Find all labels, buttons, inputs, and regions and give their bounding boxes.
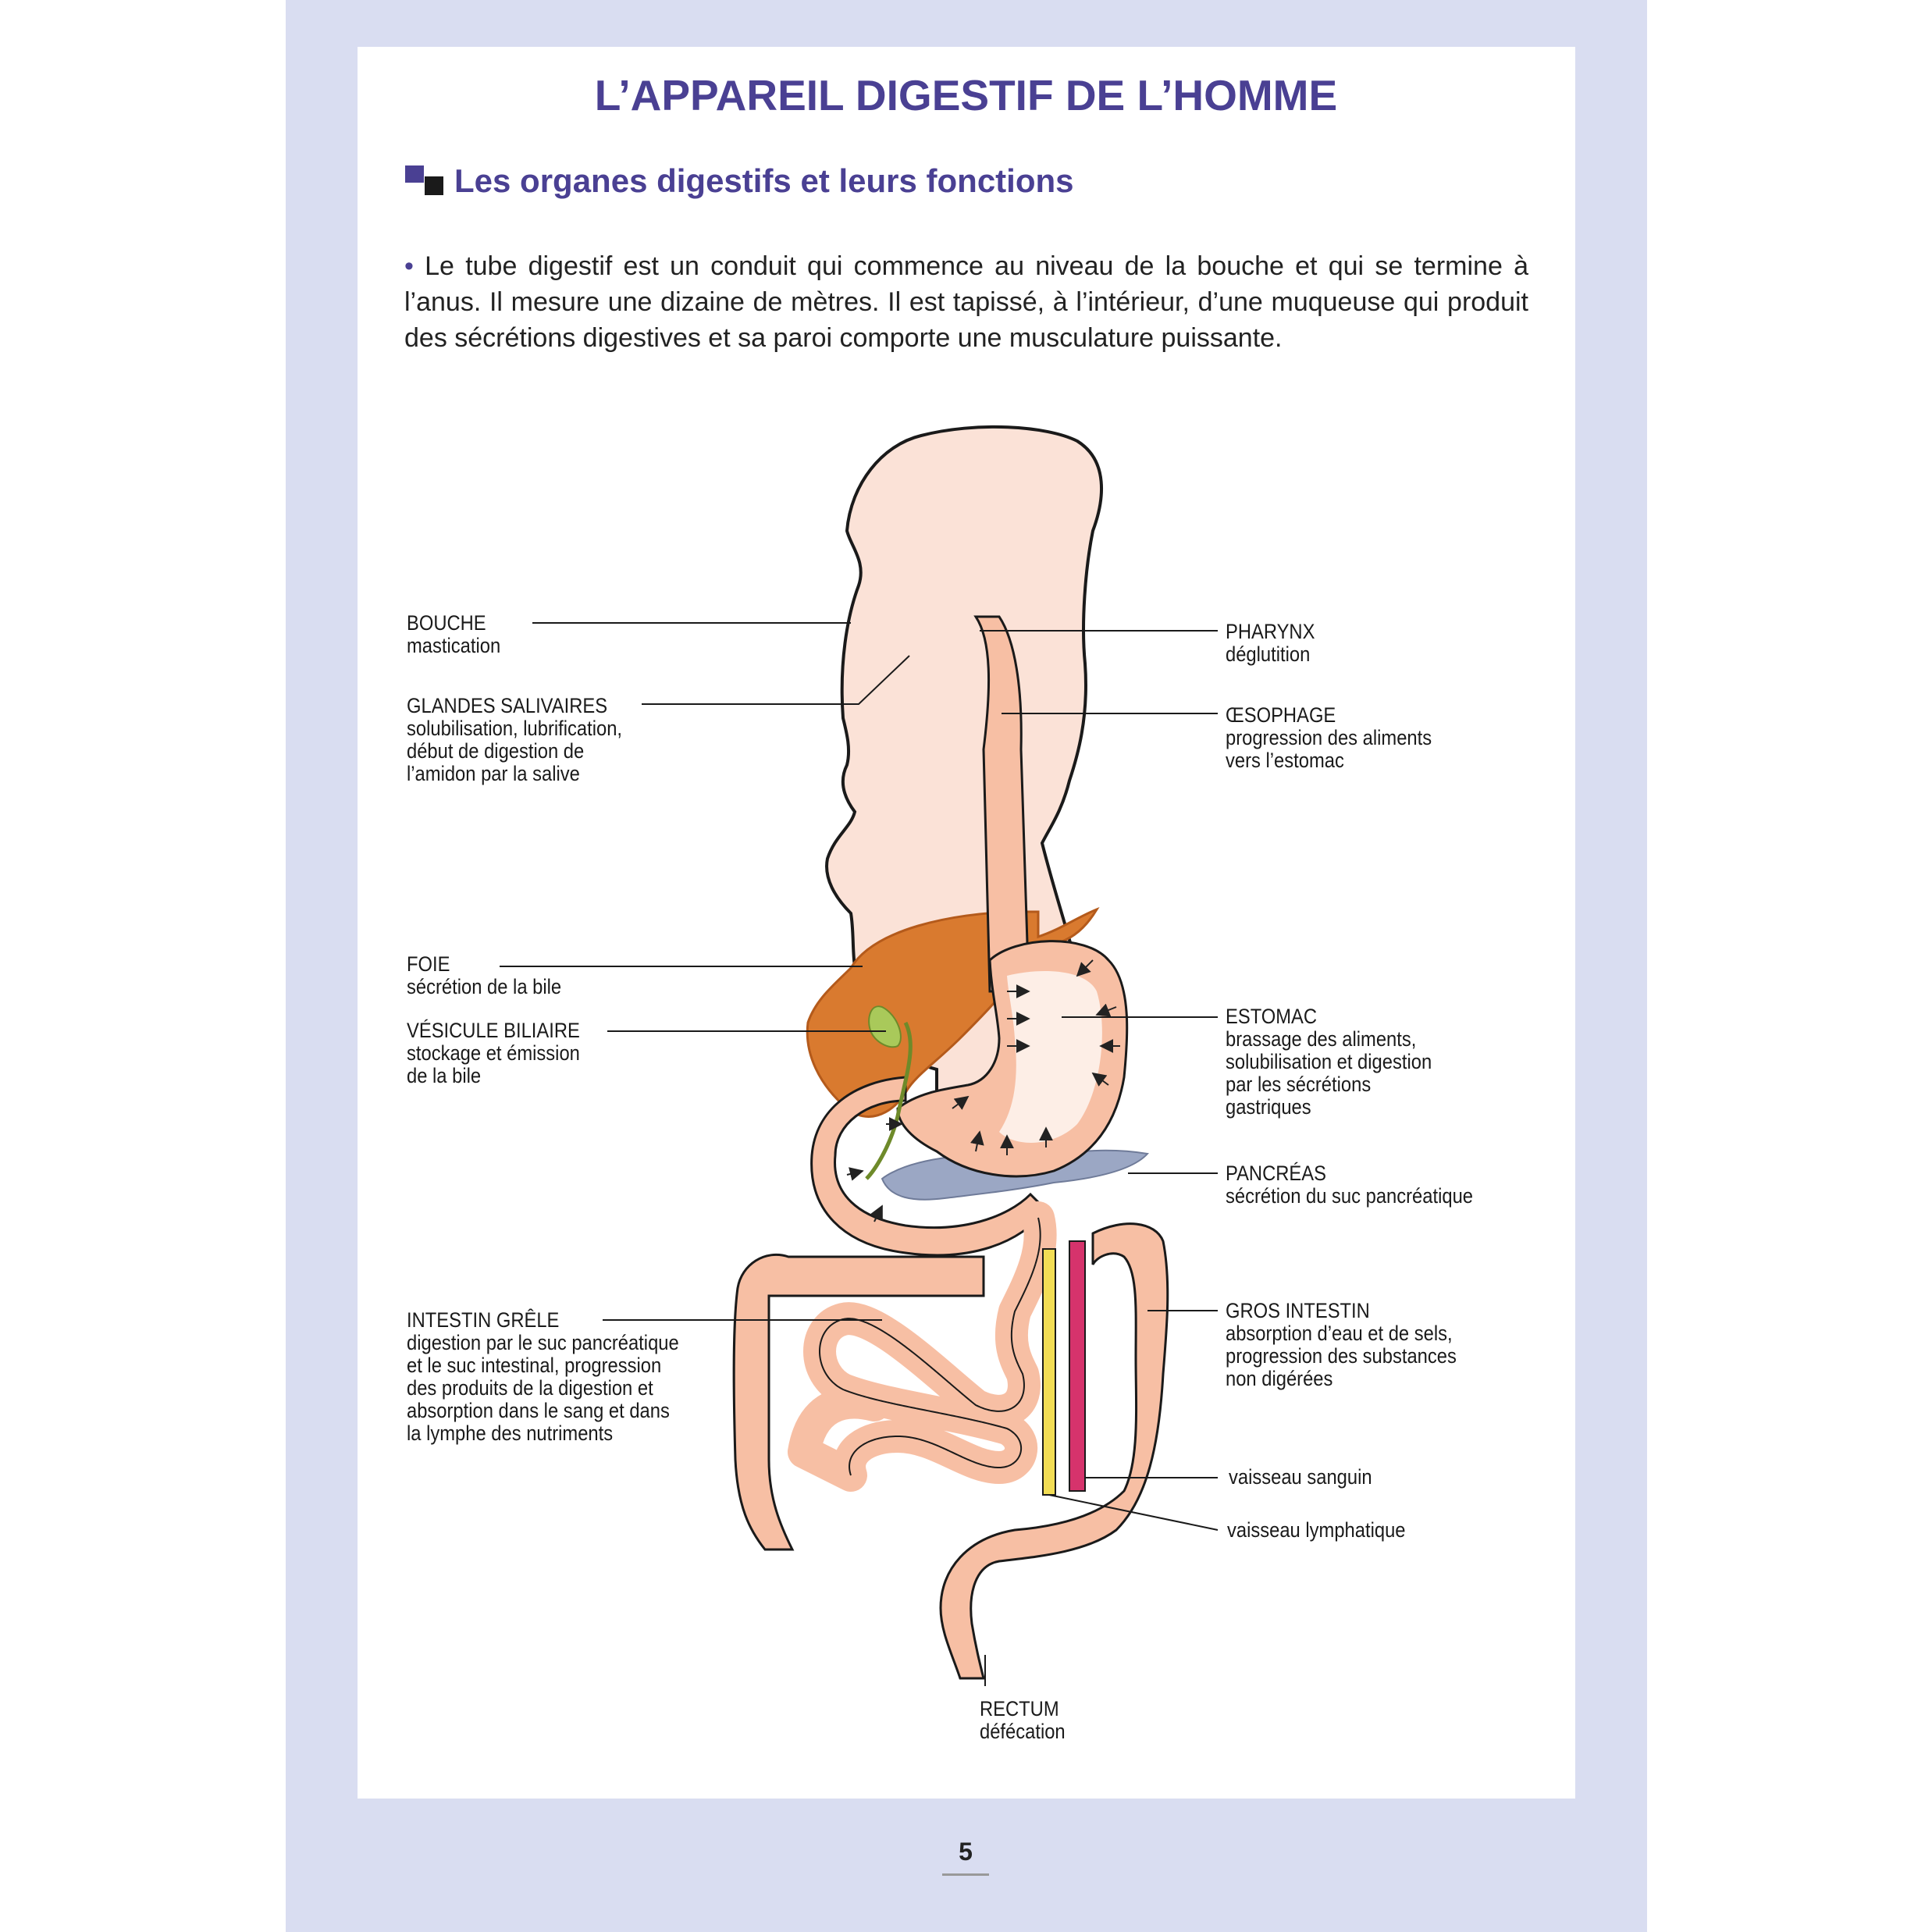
- blood-vessel: [1069, 1240, 1086, 1492]
- label-vaisseau-lymphatique-name: vaisseau lymphatique: [1227, 1518, 1406, 1542]
- label-pancreas-name: PANCRÉAS: [1226, 1162, 1326, 1185]
- page-number: 5: [959, 1838, 973, 1866]
- label-pharynx-desc-1: déglutition: [1226, 642, 1311, 666]
- label-glandes-desc-1: solubilisation, lubrification,: [407, 717, 623, 740]
- label-rectum-desc-1: défécation: [980, 1720, 1066, 1743]
- label-estomac: ESTOMAC brassage des aliments, solubilis…: [1226, 1005, 1432, 1119]
- label-vesicule-biliaire: VÉSICULE BILIAIRE stockage et émission d…: [407, 1019, 580, 1087]
- label-oesophage-desc-2: vers l’estomac: [1226, 749, 1344, 772]
- large-intestine-shape: [732, 1222, 1169, 1680]
- label-oesophage-desc-1: progression des aliments: [1226, 726, 1432, 749]
- label-gros-intestin-desc-2: progression des substances: [1226, 1344, 1457, 1368]
- label-vaisseau-lymphatique: vaisseau lymphatique: [1227, 1519, 1405, 1542]
- label-intestin-grele-desc-1: digestion par le suc pancréatique: [407, 1331, 679, 1354]
- label-bouche-name: BOUCHE: [407, 611, 486, 635]
- section-title: Les organes digestifs et leurs fonctions: [454, 162, 1074, 199]
- lymph-vessel: [1042, 1248, 1056, 1496]
- label-vaisseau-sanguin-name: vaisseau sanguin: [1229, 1465, 1372, 1489]
- small-intestine-outline: [819, 1217, 1041, 1476]
- label-rectum: RECTUM défécation: [980, 1698, 1066, 1743]
- label-estomac-desc-3: par les sécrétions: [1226, 1073, 1372, 1096]
- bile-duct: [865, 1021, 913, 1180]
- label-glandes-salivaires: GLANDES SALIVAIRES solubilisation, lubri…: [407, 695, 622, 785]
- label-pancreas-desc-1: sécrétion du suc pancréatique: [1226, 1184, 1474, 1208]
- label-estomac-desc-2: solubilisation et digestion: [1226, 1050, 1432, 1073]
- label-pancreas: PANCRÉAS sécrétion du suc pancréatique: [1226, 1162, 1473, 1208]
- label-glandes-desc-2: début de digestion de: [407, 739, 585, 763]
- label-gros-intestin-desc-3: non digérées: [1226, 1367, 1333, 1390]
- leader-lines: [500, 622, 1219, 1686]
- label-intestin-grele-desc-2: et le suc intestinal, progression: [407, 1354, 662, 1377]
- label-intestin-grele-desc-5: la lymphe des nutriments: [407, 1421, 614, 1445]
- label-vesicule-desc-2: de la bile: [407, 1064, 482, 1087]
- label-estomac-desc-1: brassage des aliments,: [1226, 1027, 1417, 1051]
- label-vaisseau-sanguin: vaisseau sanguin: [1229, 1466, 1372, 1489]
- intro-text: Le tube digestif est un conduit qui comm…: [404, 251, 1528, 353]
- label-bouche: BOUCHE mastication: [407, 612, 500, 657]
- label-estomac-desc-4: gastriques: [1226, 1095, 1311, 1119]
- label-intestin-grele-desc-4: absorption dans le sang et dans: [407, 1399, 670, 1422]
- section-square-icon: [405, 165, 444, 197]
- label-vesicule-name: VÉSICULE BILIAIRE: [407, 1019, 580, 1042]
- label-rectum-name: RECTUM: [980, 1697, 1059, 1720]
- label-intestin-grele: INTESTIN GRÊLE digestion par le suc panc…: [407, 1309, 679, 1445]
- label-foie-name: FOIE: [407, 952, 450, 976]
- label-oesophage: ŒSOPHAGE progression des aliments vers l…: [1226, 704, 1432, 772]
- label-glandes-desc-3: l’amidon par la salive: [407, 762, 580, 785]
- label-pharynx-name: PHARYNX: [1226, 620, 1315, 643]
- label-oesophage-name: ŒSOPHAGE: [1226, 703, 1336, 727]
- label-gros-intestin-name: GROS INTESTIN: [1226, 1299, 1370, 1322]
- gallbladder-shape: [868, 1005, 902, 1048]
- label-vesicule-desc-1: stockage et émission: [407, 1041, 580, 1065]
- label-bouche-desc-1: mastication: [407, 634, 501, 657]
- label-gros-intestin-desc-1: absorption d’eau et de sels,: [1226, 1322, 1453, 1345]
- section-square-black: [425, 176, 443, 195]
- label-foie-desc-1: sécrétion de la bile: [407, 975, 562, 998]
- page-number-underline: [942, 1873, 989, 1876]
- page-title: L’APPAREIL DIGESTIF DE L’HOMME: [594, 71, 1338, 119]
- section-square-purple: [405, 165, 424, 183]
- label-gros-intestin: GROS INTESTIN absorption d’eau et de sel…: [1226, 1300, 1457, 1390]
- intro-paragraph: • Le tube digestif est un conduit qui co…: [404, 248, 1528, 356]
- stomach-arrows: [846, 959, 1120, 1222]
- label-pharynx: PHARYNX déglutition: [1226, 621, 1315, 666]
- bullet-icon: •: [404, 251, 414, 281]
- label-foie: FOIE sécrétion de la bile: [407, 953, 561, 998]
- label-estomac-name: ESTOMAC: [1226, 1005, 1318, 1028]
- label-intestin-grele-desc-3: des produits de la digestion et: [407, 1376, 653, 1400]
- label-glandes-name: GLANDES SALIVAIRES: [407, 694, 608, 717]
- label-intestin-grele-name: INTESTIN GRÊLE: [407, 1308, 560, 1332]
